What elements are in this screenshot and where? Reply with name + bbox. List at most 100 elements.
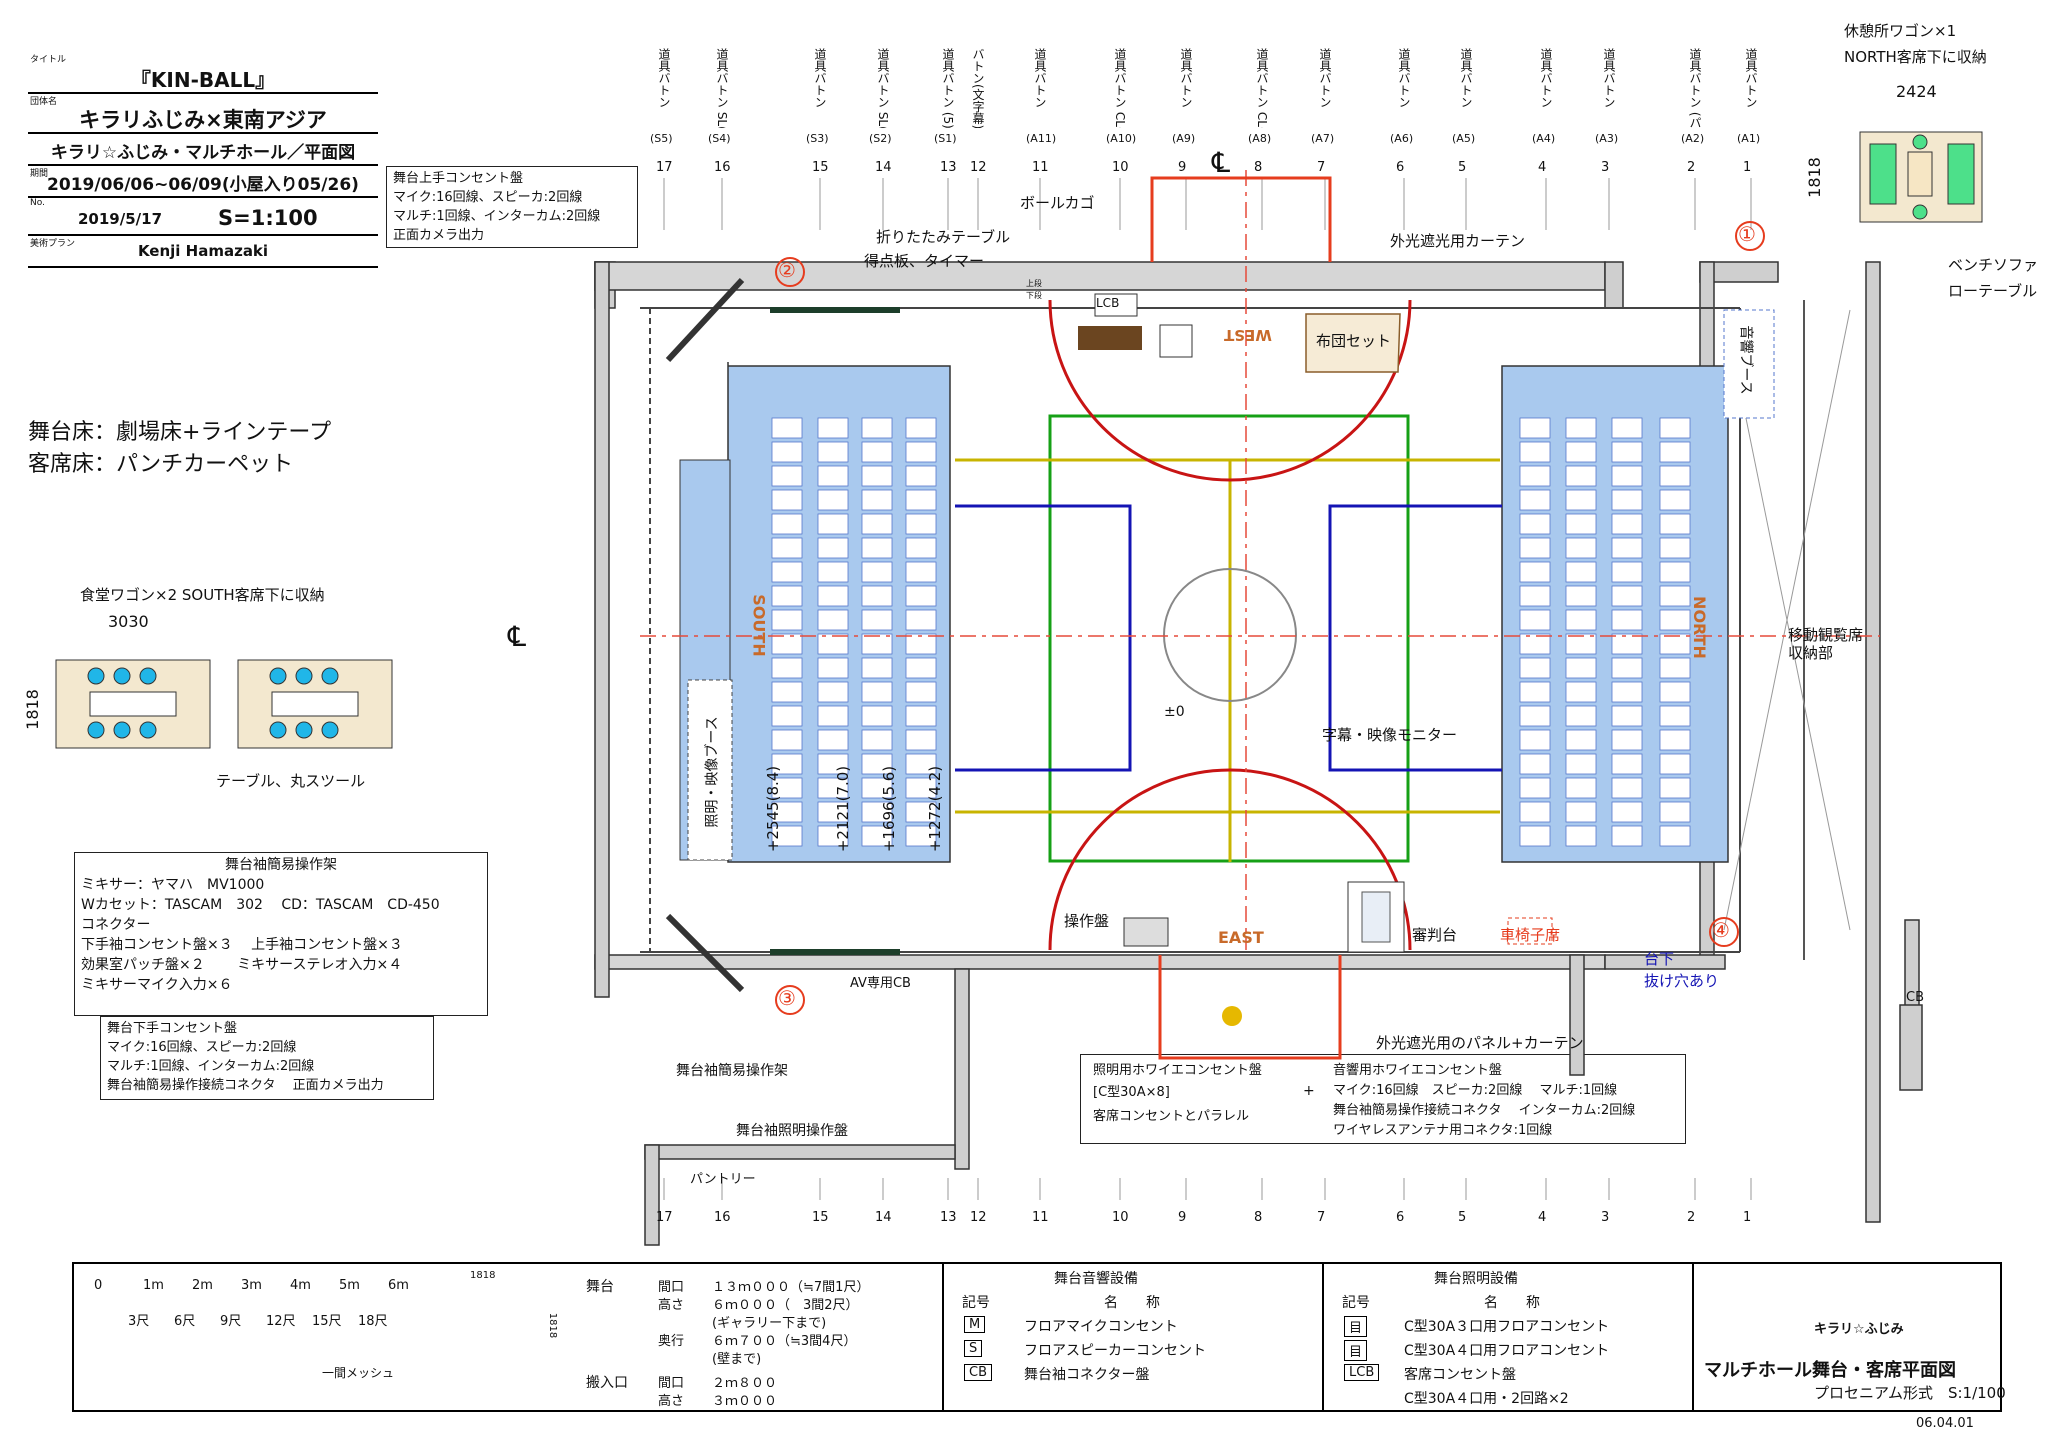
light-booth-label: 照明・映像ブース [704,716,721,828]
drawing-subtitle: プロセニアム形式 S:1/100 [1814,1384,2006,1402]
seat [1659,489,1691,511]
stool [295,721,313,739]
seat [1519,801,1551,823]
seat [1611,729,1643,751]
seat [1659,537,1691,559]
seat [905,705,937,727]
grid-code: (A6) [1390,132,1414,145]
logo-text: キラリ☆ふじみ [1814,1322,1904,1337]
seat [1659,633,1691,655]
seat [1519,777,1551,799]
sound-panel-line: 舞台袖簡易操作接続コネクタ インターカム:2回線 [1333,1103,1636,1118]
drawing-scale: S=1:100 [218,206,318,230]
org-label: 団体名 [30,97,58,107]
upstage-panel-line: マルチ:1回線、インターカム:2回線 [393,209,601,224]
seat [905,681,937,703]
grid-number: 10 [1112,160,1129,175]
mesh-width: 1818 [470,1270,496,1281]
foyer-panels-box: 照明用ホワイエコンセント盤 [C型30A×8] 客席コンセントとパラレル + 音… [1080,1054,1686,1144]
drawing-date: 2019/5/17 [78,210,163,228]
seat [905,753,937,775]
seat [905,417,937,439]
seat [1565,609,1597,631]
seat [1659,513,1691,535]
connector-line: 下手袖コンセント盤×３ 上手袖コンセント盤×３ [81,937,403,953]
equipment-name: C型30A３口用フロアコンセント [1404,1319,1610,1335]
light-panel-type: [C型30A×8] [1093,1085,1170,1100]
grid-code: (A11) [1026,132,1057,145]
grid-batten-label: 道具バトン [1397,48,1411,108]
seat [1659,609,1691,631]
sound-panel-title: 音響用ホワイエコンセント盤 [1333,1063,1502,1078]
seat [817,441,849,463]
seat [771,537,803,559]
futon-set-label: 布団セット [1316,332,1392,350]
marker-1: ① [1738,222,1756,246]
light-panel-note: 客席コンセントとパラレル [1093,1109,1250,1124]
seat [1519,657,1551,679]
stool [269,721,287,739]
seat [817,777,849,799]
connector-title: コネクター [81,917,151,933]
east-label: EAST [1218,928,1264,947]
grid-code: (S5) [650,132,673,145]
grid-batten-label: 道具バトン CL(1) [1113,48,1127,128]
seat [1659,729,1691,751]
seat [771,465,803,487]
stool [113,667,131,685]
seat [1659,465,1691,487]
seat [861,681,893,703]
mobile-seats-storage-label: 収納部 [1788,644,1834,662]
stool [295,667,313,685]
seat [817,417,849,439]
seat-height-label: +2121(7.0) [834,765,853,853]
grid-code: (A9) [1172,132,1196,145]
scale-meter-tick: 6m [388,1278,409,1293]
equipment-name: C型30A４口用・2回路×2 [1404,1391,1569,1407]
sub-console-title: 舞台袖簡易操作架 [225,857,337,873]
sound-booth-label: 音響ブース [1737,325,1754,395]
seat [1565,801,1597,823]
sound-mark-header: 記号 [962,1295,990,1311]
seat [1565,681,1597,703]
downstage-panel-line: 舞台袖簡易操作接続コネクタ 正面カメラ出力 [107,1078,384,1093]
seat [861,609,893,631]
north-seat-rows [1519,417,1691,847]
equipment-name: 舞台袖コネクター盤 [1024,1367,1150,1383]
console-label: 操作盤 [1064,912,1110,930]
grid-code: (A1) [1737,132,1761,145]
grid-number-bottom: 10 [1112,1210,1129,1225]
mesh-label: 一間メッシュ [322,1366,395,1380]
spec-key: 高さ [658,1298,685,1313]
grid-code: (A4) [1532,132,1556,145]
grid-code: (A10) [1106,132,1137,145]
upstage-panel-title: 舞台上手コンセント盤 [393,171,524,186]
batten-grid-top [663,178,1752,230]
equipment-mark: LCB [1344,1364,1380,1381]
seat [1565,777,1597,799]
seat [1565,825,1597,847]
stool [113,721,131,739]
seat [1565,417,1597,439]
grid-batten-label: 道具バトン SL(2) [715,48,729,128]
seat [905,441,937,463]
seat [861,801,893,823]
south-seat-rows [771,417,937,847]
grid-code: (S4) [708,132,731,145]
seat [817,753,849,775]
seat-floor-note: 客席床：パンチカーペット [28,452,294,477]
scale-shaku-tick: 6尺 [174,1314,196,1329]
masking-screens [665,277,900,993]
red-extensions [1150,176,1342,1060]
seat [817,801,849,823]
seat [1519,609,1551,631]
seat [1519,633,1551,655]
zero-level-label: ±0 [1164,704,1185,720]
grid-code: (S3) [806,132,829,145]
seat [861,537,893,559]
venue-name: キラリ☆ふじみ・マルチホール／平面図 [50,143,356,163]
grid-batten-label: 道具バトン [813,48,827,108]
sound-panel-line: ワイヤレスアンテナ用コネクタ:1回線 [1333,1123,1553,1138]
seat [1611,705,1643,727]
seat [771,417,803,439]
